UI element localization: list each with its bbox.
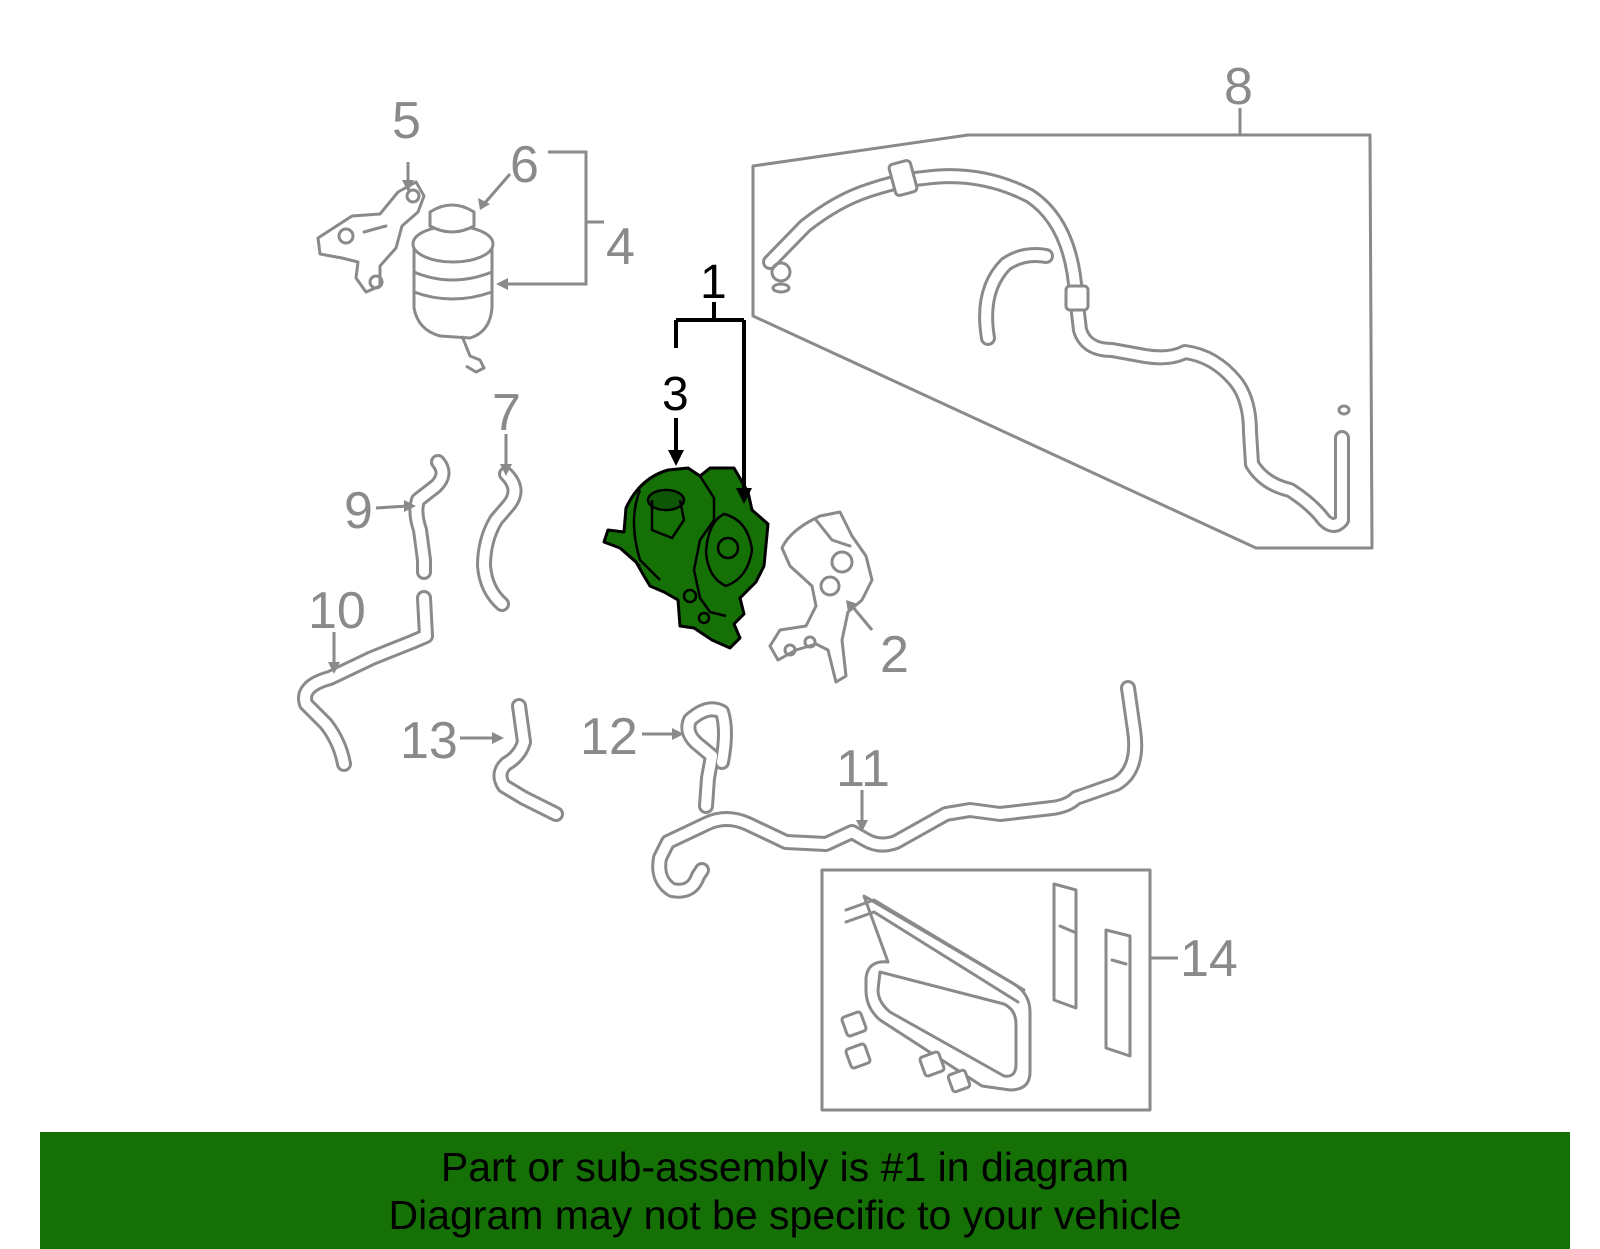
callout-11[interactable]: 11: [836, 740, 890, 798]
callout-10[interactable]: 10: [308, 582, 366, 640]
part-8-pressure-hose[interactable]: [751, 133, 1374, 550]
part-2-pump-bracket[interactable]: [768, 510, 874, 684]
part-1-power-steering-pump[interactable]: [602, 466, 770, 650]
banner-line-1: Part or sub-assembly is #1 in diagram: [440, 1144, 1130, 1190]
callout-13[interactable]: 13: [400, 712, 458, 770]
part-14-seal-kit[interactable]: [820, 868, 1152, 1112]
callout-3[interactable]: 3: [662, 368, 689, 421]
callout-5[interactable]: 5: [392, 92, 421, 150]
callout-12[interactable]: 12: [580, 708, 638, 766]
highlight-banner: Part or sub-assembly is #1 in diagram Di…: [40, 1132, 1570, 1249]
part-5-bracket[interactable]: [316, 180, 426, 294]
part-7-hose[interactable]: [476, 466, 523, 612]
callout-2[interactable]: 2: [880, 626, 909, 684]
part-10-return-line[interactable]: [297, 590, 434, 772]
part-9-hose[interactable]: [408, 454, 451, 580]
banner-line-2: Diagram may not be specific to your vehi…: [388, 1192, 1182, 1238]
callout-7[interactable]: 7: [492, 384, 521, 442]
callout-8[interactable]: 8: [1224, 58, 1253, 116]
part-11-cooler-line[interactable]: [651, 680, 1144, 899]
parts-diagram: 1 3 2 4 5 6 7 8 9 10 11 12 13 14: [297, 58, 1374, 1112]
part-13-hose[interactable]: [492, 698, 564, 822]
part-12-hose[interactable]: [680, 701, 733, 814]
callout-1[interactable]: 1: [700, 256, 727, 309]
callout-4[interactable]: 4: [606, 218, 635, 276]
callout-9[interactable]: 9: [344, 482, 373, 540]
part-4-reservoir[interactable]: [411, 203, 495, 374]
callout-14[interactable]: 14: [1180, 930, 1238, 988]
callout-6[interactable]: 6: [510, 136, 539, 194]
